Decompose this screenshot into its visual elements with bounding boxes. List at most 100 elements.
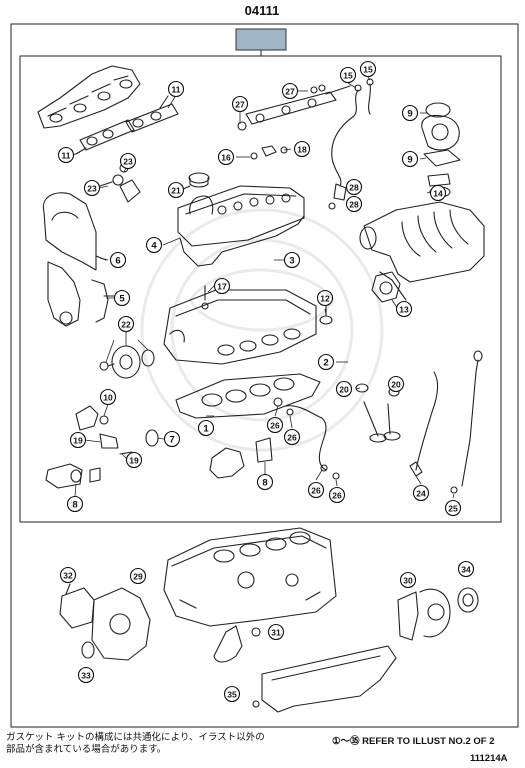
callout-circle — [399, 571, 417, 589]
callout-31: 31 — [267, 623, 285, 641]
callout-circle — [359, 60, 377, 78]
callout-label: 7 — [169, 434, 174, 445]
callout-label: 30 — [403, 575, 413, 585]
rear-oil-seal-drawing — [397, 587, 479, 641]
callout-23: 23 — [119, 152, 137, 170]
callout-circle — [167, 181, 185, 199]
callout-circle — [57, 146, 75, 164]
footnote-line-1: ガスケット キットの構成には共通化により、イラスト以外の — [6, 732, 265, 743]
head-gasket-drawing — [175, 373, 321, 419]
front-cover-drawing — [59, 583, 151, 661]
callout-circle — [283, 251, 301, 269]
callout-label: 23 — [87, 183, 97, 193]
callout-circle — [317, 353, 335, 371]
callout-circle — [117, 315, 135, 333]
callout-circle — [401, 150, 419, 168]
callout-circle — [83, 179, 101, 197]
callout-1: 1 — [197, 419, 215, 437]
callout-10: 10 — [99, 388, 117, 406]
illustration-id: 111214A — [470, 753, 508, 764]
callout-label: 22 — [121, 319, 131, 329]
callout-circle — [77, 666, 95, 684]
callout-label: 28 — [349, 182, 359, 192]
callout-circle — [167, 80, 185, 98]
callout-label: 12 — [320, 293, 330, 303]
callout-16: 16 — [217, 148, 235, 166]
callout-circle — [401, 104, 419, 122]
callout-2: 2 — [317, 353, 335, 371]
callout-30: 30 — [399, 571, 417, 589]
callout-label: 9 — [407, 108, 412, 119]
callout-label: 26 — [270, 420, 280, 430]
callout-label: 31 — [271, 627, 281, 637]
callout-label: 28 — [349, 199, 359, 209]
callout-20: 20 — [335, 380, 353, 398]
callout-25: 25 — [444, 499, 462, 517]
callout-label: 14 — [433, 188, 443, 198]
callout-label: 11 — [172, 84, 181, 94]
cylinder-block-drawing — [163, 527, 337, 627]
intake-manifold-drawing — [359, 201, 485, 283]
callout-13: 13 — [395, 300, 413, 318]
callout-circle — [266, 416, 284, 434]
callout-circle — [267, 623, 285, 641]
callout-15: 15 — [359, 60, 377, 78]
callout-label: 8 — [262, 477, 267, 488]
callout-circle — [223, 685, 241, 703]
callout-markers: 1111232365272715151618991428282143171213… — [57, 60, 475, 703]
callout-circle — [293, 140, 311, 158]
callout-label: 32 — [63, 570, 73, 580]
callout-label: 25 — [448, 503, 458, 513]
callout-label: 10 — [103, 392, 113, 402]
callout-circle — [66, 495, 84, 513]
callout-circle — [412, 484, 430, 502]
refer-note: ①～㉟ REFER TO ILLUST NO.2 OF 2 — [332, 733, 494, 747]
timing-cover-drawing — [42, 192, 115, 327]
callout-26: 26 — [307, 481, 325, 499]
callout-18: 18 — [293, 140, 311, 158]
oil-pan-drawing — [252, 645, 397, 713]
callout-circle — [163, 430, 181, 448]
callout-20: 20 — [387, 375, 405, 393]
callout-circle — [109, 251, 127, 269]
callout-4: 4 — [145, 236, 163, 254]
callout-circle — [119, 152, 137, 170]
callout-label: 9 — [407, 154, 412, 165]
callout-label: 13 — [399, 304, 409, 314]
callout-circle — [256, 473, 274, 491]
callout-28: 28 — [345, 195, 363, 213]
watermark-emblem — [140, 208, 384, 452]
callout-label: 18 — [297, 144, 307, 154]
intake-gasket-drawing — [319, 271, 407, 325]
inner-frame — [19, 55, 502, 523]
callout-label: 5 — [119, 293, 125, 304]
callout-circle — [125, 451, 143, 469]
callout-circle — [69, 431, 87, 449]
callout-label: 1 — [203, 423, 209, 434]
callout-label: 19 — [129, 455, 139, 465]
callout-label: 11 — [62, 150, 71, 160]
callout-label: 20 — [339, 384, 349, 394]
oil-strainer-drawing — [213, 625, 261, 663]
callout-label: 33 — [81, 670, 91, 680]
callout-33: 33 — [77, 666, 95, 684]
callout-label: 6 — [115, 255, 120, 266]
callout-label: 2 — [323, 357, 328, 368]
callout-circle — [429, 184, 447, 202]
callout-circle — [444, 499, 462, 517]
callout-23: 23 — [83, 179, 101, 197]
callout-label: 15 — [363, 64, 373, 74]
callout-label: 16 — [221, 152, 231, 162]
leader-lines — [72, 76, 455, 499]
callout-label: 20 — [391, 379, 401, 389]
callout-27: 27 — [281, 82, 299, 100]
oil-filler-cap-drawing — [180, 172, 210, 191]
callout-label: 34 — [461, 564, 471, 574]
callout-circle — [145, 236, 163, 254]
callout-label: 19 — [73, 435, 83, 445]
callout-circle — [281, 82, 299, 100]
callout-label: 29 — [133, 571, 143, 581]
callout-circle — [283, 428, 301, 446]
callout-15: 15 — [339, 66, 357, 84]
